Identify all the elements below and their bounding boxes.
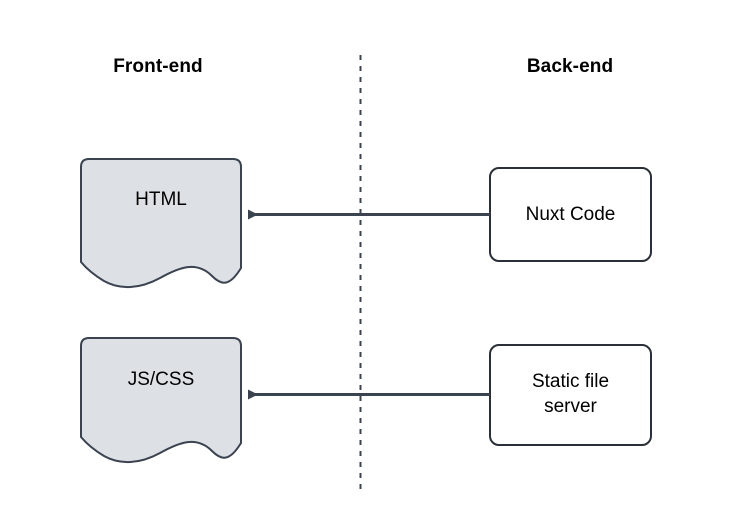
backend-column-label: Back-end: [526, 56, 614, 77]
jscss-document-shape[interactable]: [80, 337, 242, 463]
frontend-column-label: Front-end: [113, 56, 203, 77]
html-document-label: HTML: [135, 188, 187, 210]
html-document-shape[interactable]: [80, 158, 242, 288]
nuxt-code-box-label: Nuxt Code: [525, 203, 616, 225]
static-file-server-box-label: Static file server: [531, 371, 610, 417]
jscss-document-label: JS/CSS: [127, 368, 195, 390]
